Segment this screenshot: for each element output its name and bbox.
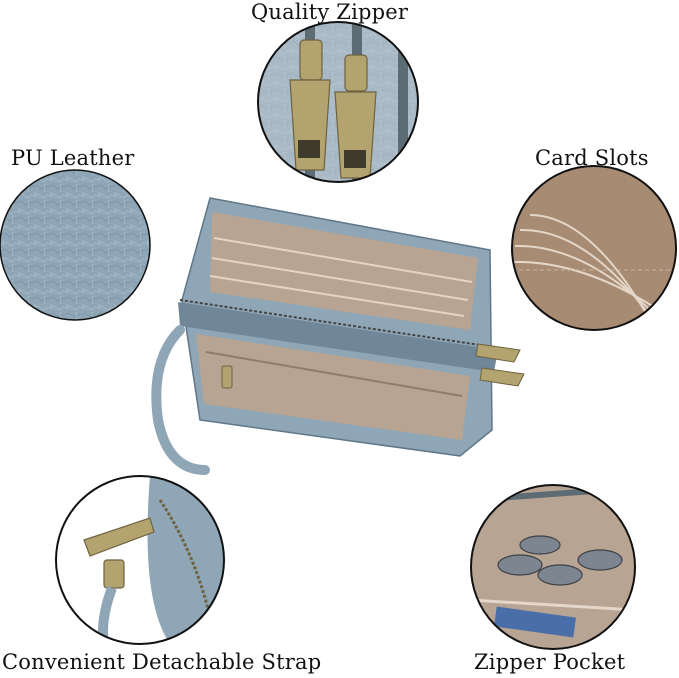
quality-zipper-label: Quality Zipper [251,0,409,24]
zipper-pocket-label: Zipper Pocket [474,650,626,674]
zipper-pocket-closeup [470,484,636,650]
pu-leather-closeup [0,169,151,321]
detachable-strap-closeup [55,475,225,645]
card-slots-closeup [511,165,677,331]
wallet-product-image [151,197,525,475]
detachable-strap-label: Convenient Detachable Strap [2,650,322,674]
pu-leather-label: PU Leather [11,146,135,170]
card-slots-label: Card Slots [535,146,649,170]
quality-zipper-closeup [257,21,419,183]
